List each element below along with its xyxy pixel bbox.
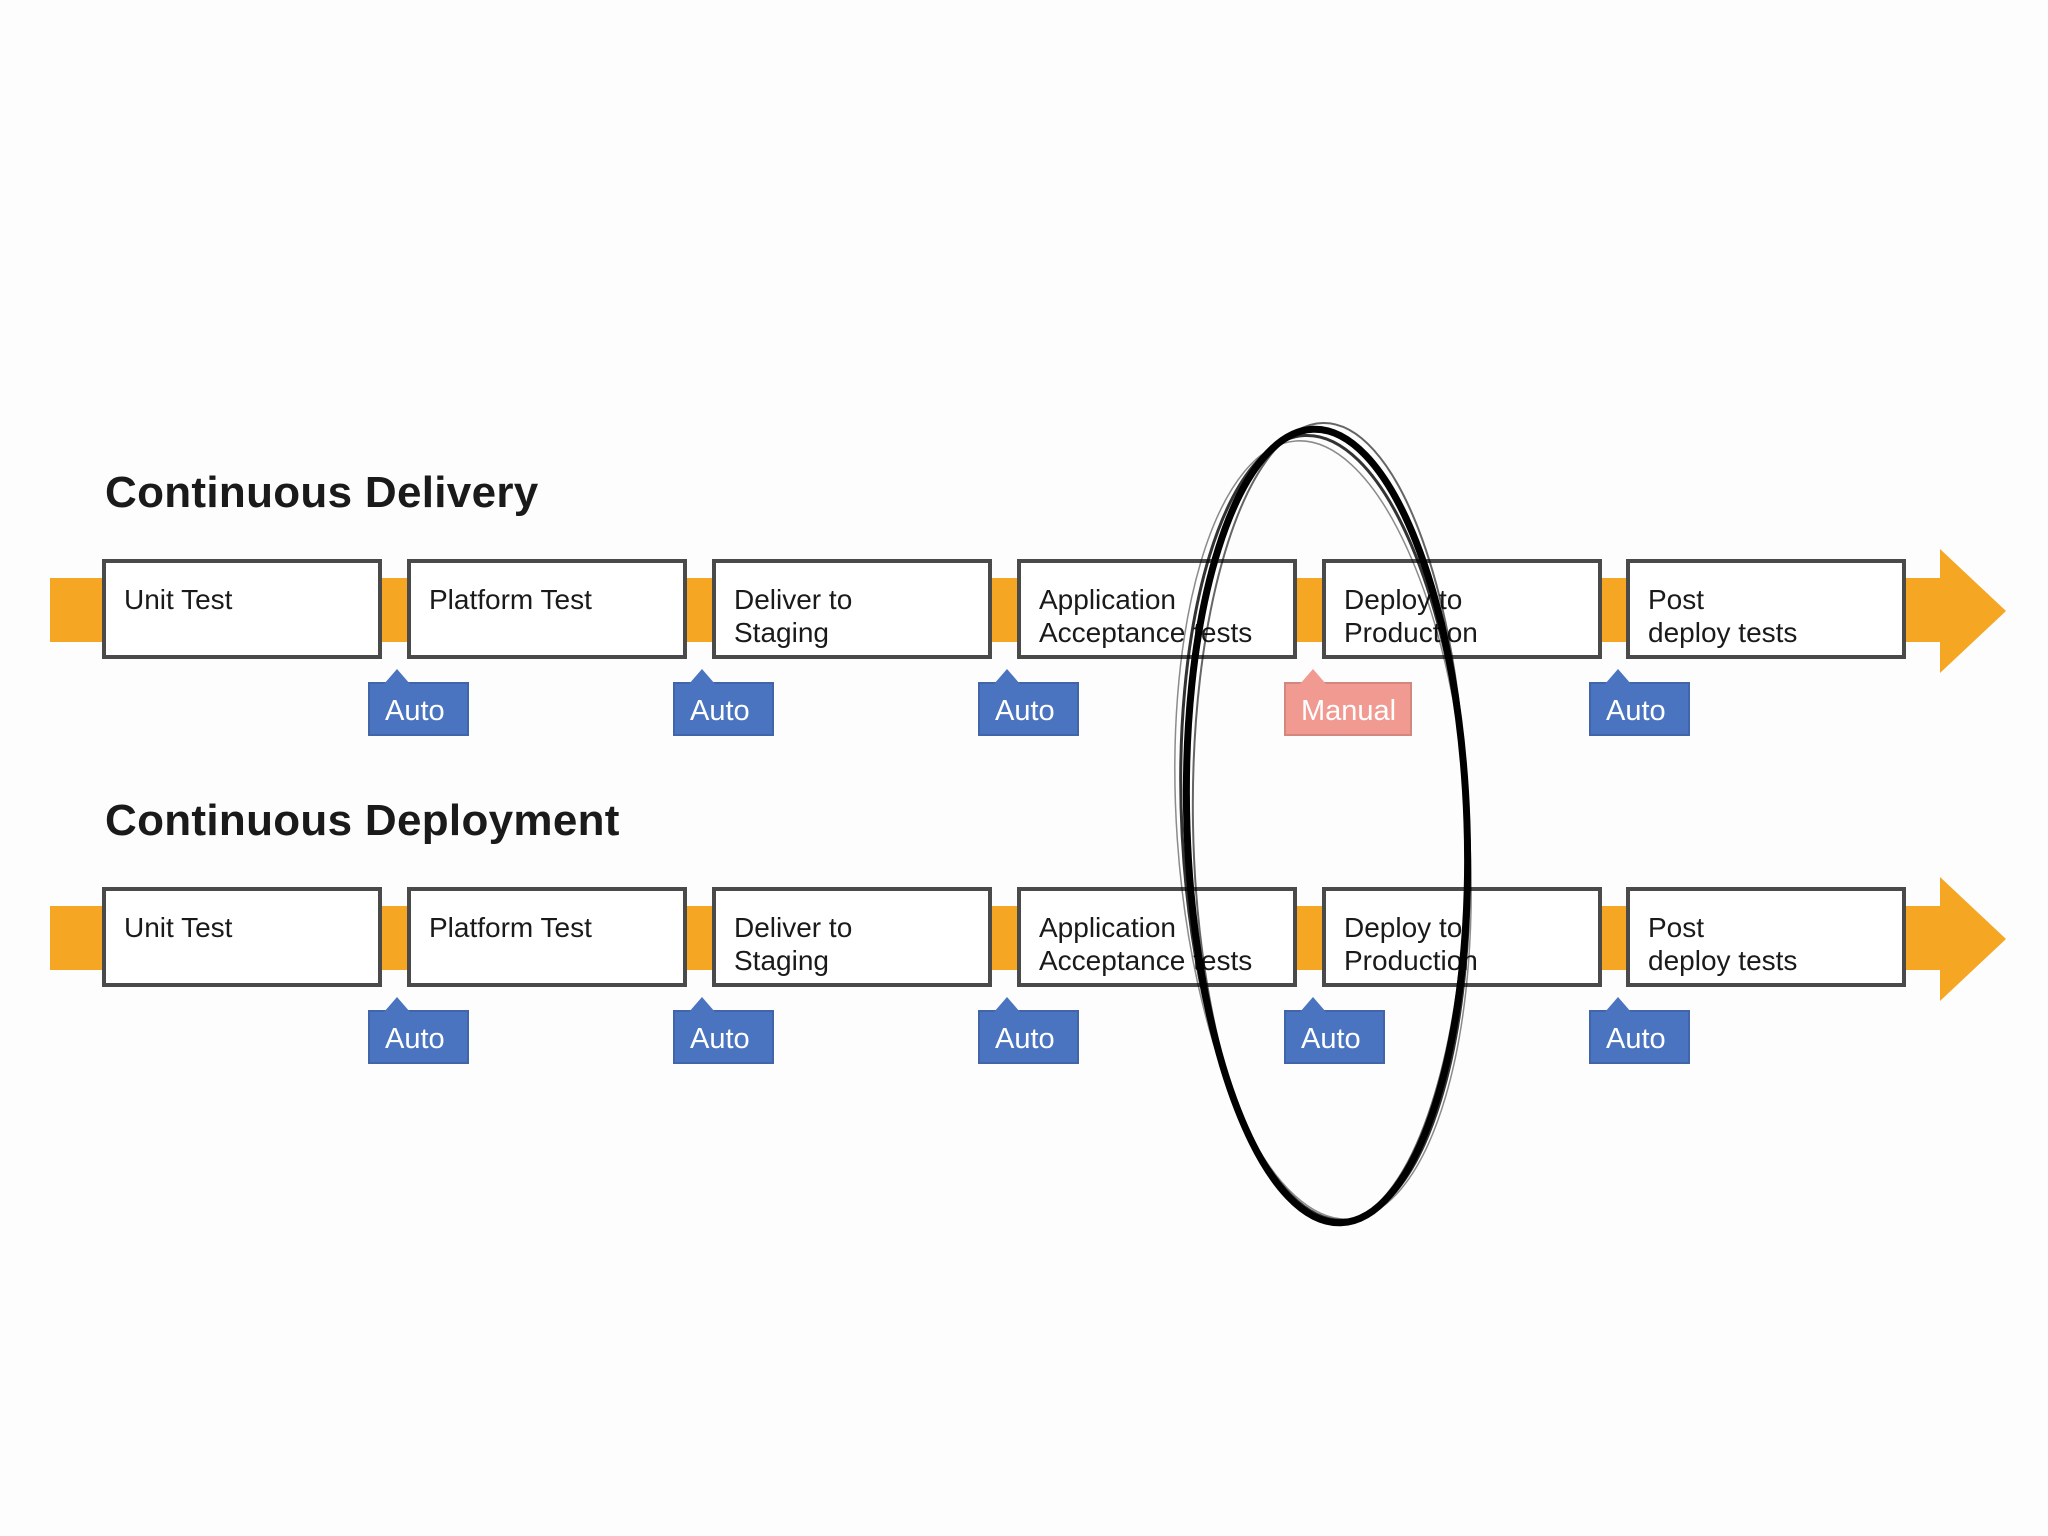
arrow-head-icon <box>1940 549 2006 673</box>
stage-platform-test: Platform Test <box>407 887 687 987</box>
stage-deploy-to-production: Deploy to Production <box>1322 559 1602 659</box>
pipeline-deployment: Unit Test Platform Test Deliver to Stagi… <box>0 873 2048 1073</box>
gate-badge-auto: Auto <box>368 669 469 736</box>
gate-badge-auto: Auto <box>368 997 469 1064</box>
gate-badge-auto: Auto <box>978 997 1079 1064</box>
stage-unit-test: Unit Test <box>102 559 382 659</box>
gate-badge-auto: Auto <box>673 997 774 1064</box>
stage-platform-test: Platform Test <box>407 559 687 659</box>
gate-badge-auto: Auto <box>1589 669 1690 736</box>
stage-application-acceptance-tests: Application Acceptance tests <box>1017 559 1297 659</box>
arrow-head-icon <box>1940 877 2006 1001</box>
stage-unit-test: Unit Test <box>102 887 382 987</box>
gate-badge-auto: Auto <box>673 669 774 736</box>
gate-badge-auto: Auto <box>1284 997 1385 1064</box>
stage-post-deploy-tests: Post deploy tests <box>1626 887 1906 987</box>
diagram-title-delivery: Continuous Delivery <box>105 468 539 517</box>
stage-deliver-to-staging: Deliver to Staging <box>712 887 992 987</box>
pipeline-delivery: Unit Test Platform Test Deliver to Stagi… <box>0 545 2048 745</box>
stage-application-acceptance-tests: Application Acceptance tests <box>1017 887 1297 987</box>
stage-deliver-to-staging: Deliver to Staging <box>712 559 992 659</box>
diagram-title-deployment: Continuous Deployment <box>105 796 620 845</box>
gate-badge-auto: Auto <box>978 669 1079 736</box>
stage-deploy-to-production: Deploy to Production <box>1322 887 1602 987</box>
stage-post-deploy-tests: Post deploy tests <box>1626 559 1906 659</box>
gate-badge-manual: Manual <box>1284 669 1412 736</box>
gate-badge-auto: Auto <box>1589 997 1690 1064</box>
